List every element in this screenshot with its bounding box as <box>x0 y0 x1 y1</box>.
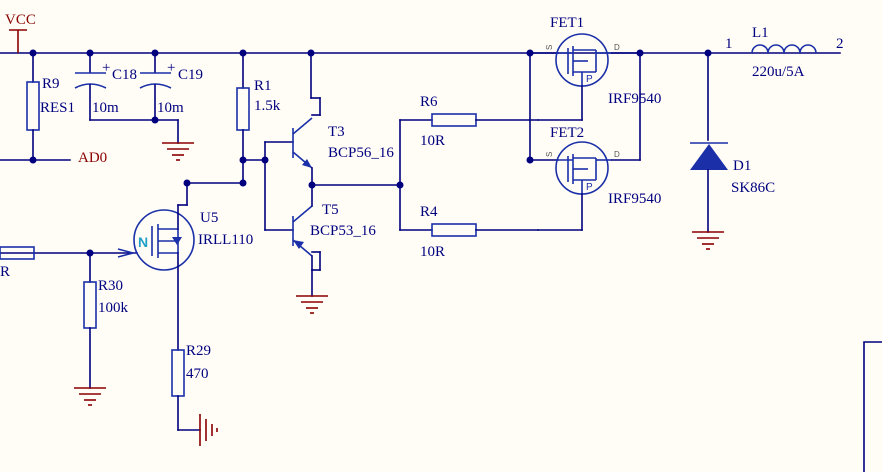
junction-dots <box>29 49 712 257</box>
t5-designator: T5 <box>322 202 339 218</box>
vcc-label: VCC <box>5 12 36 28</box>
ground-symbol-caps <box>162 142 194 161</box>
t3-value: BCP56_16 <box>328 145 394 161</box>
resistor-r9: R9 RES1 <box>0 52 75 161</box>
transistor-t5: T5 BCP53_16 <box>292 184 376 271</box>
ground-symbol-r30 <box>74 387 106 406</box>
ground-symbol-r29 <box>199 414 218 446</box>
l1-pin1: 1 <box>725 36 733 52</box>
r6-value: 10R <box>420 133 445 149</box>
resistor-r29: R29 470 <box>171 343 211 397</box>
l1-value: 220u/5A <box>752 64 805 80</box>
fet2-pin-s: S <box>545 152 554 157</box>
fet2-designator: FET2 <box>550 125 584 141</box>
u5-value: IRLL110 <box>198 232 253 248</box>
resistor-left-input <box>0 246 35 260</box>
capacitor-c18: + C18 10m <box>74 52 137 121</box>
fet1-channel-label: P <box>586 74 593 85</box>
r4-value: 10R <box>420 244 445 260</box>
fet2-value: IRF9540 <box>608 191 661 207</box>
l1-pin2: 2 <box>836 36 844 52</box>
u5-channel-label: N <box>138 234 148 250</box>
r4-designator: R4 <box>420 204 438 220</box>
fet2-channel-label: P <box>586 182 593 193</box>
r1-value: 1.5k <box>254 98 281 114</box>
mosfet-fet1: P S D FET1 IRF9540 <box>545 15 661 107</box>
resistor-r4: R4 10R <box>420 204 539 260</box>
r9-designator: R9 <box>42 76 60 92</box>
mosfet-fet2: P S D FET2 IRF9540 <box>545 125 661 207</box>
r30-designator: R30 <box>98 278 123 294</box>
u5-designator: U5 <box>200 210 218 226</box>
t5-value: BCP53_16 <box>310 223 376 239</box>
ground-symbol-t5 <box>296 295 328 314</box>
r29-value: 470 <box>186 366 209 382</box>
l1-designator: L1 <box>752 25 769 41</box>
inductor-l1: 1 2 L1 220u/5A <box>725 25 844 80</box>
transistor-t3: T3 BCP56_16 <box>292 114 394 186</box>
mosfet-u5: N U5 IRLL110 <box>117 209 253 271</box>
ad0-net-label: AD0 <box>78 150 107 166</box>
c18-value: 10m <box>92 100 119 116</box>
vcc-power-port: VCC <box>5 12 36 53</box>
d1-designator: D1 <box>733 158 751 174</box>
resistor-r6: R6 10R <box>420 94 539 149</box>
r9-value: RES1 <box>40 100 75 116</box>
c18-plus-sign: + <box>102 60 110 76</box>
capacitor-c19: + C19 10m <box>139 52 203 121</box>
c19-plus-sign: + <box>167 60 175 76</box>
r6-designator: R6 <box>420 94 438 110</box>
r1-designator: R1 <box>254 78 272 94</box>
fet1-pin-s: S <box>545 45 554 50</box>
c19-value: 10m <box>157 100 184 116</box>
fet1-pin-d: D <box>614 43 620 52</box>
diode-d1: D1 SK86C <box>690 142 775 196</box>
t3-designator: T3 <box>328 124 345 140</box>
c19-designator: C19 <box>178 67 203 83</box>
ground-symbol-d1 <box>692 231 724 250</box>
c18-designator: C18 <box>112 67 137 83</box>
resistor-r1: R1 1.5k <box>236 52 281 184</box>
d1-value: SK86C <box>731 180 775 196</box>
fet1-value: IRF9540 <box>608 91 661 107</box>
resistor-r30: R30 100k <box>83 278 129 329</box>
left-net-label: R <box>0 264 10 280</box>
r29-designator: R29 <box>186 343 211 359</box>
r30-value: 100k <box>98 300 129 316</box>
fet2-pin-d: D <box>614 150 620 159</box>
fet1-designator: FET1 <box>550 15 584 31</box>
